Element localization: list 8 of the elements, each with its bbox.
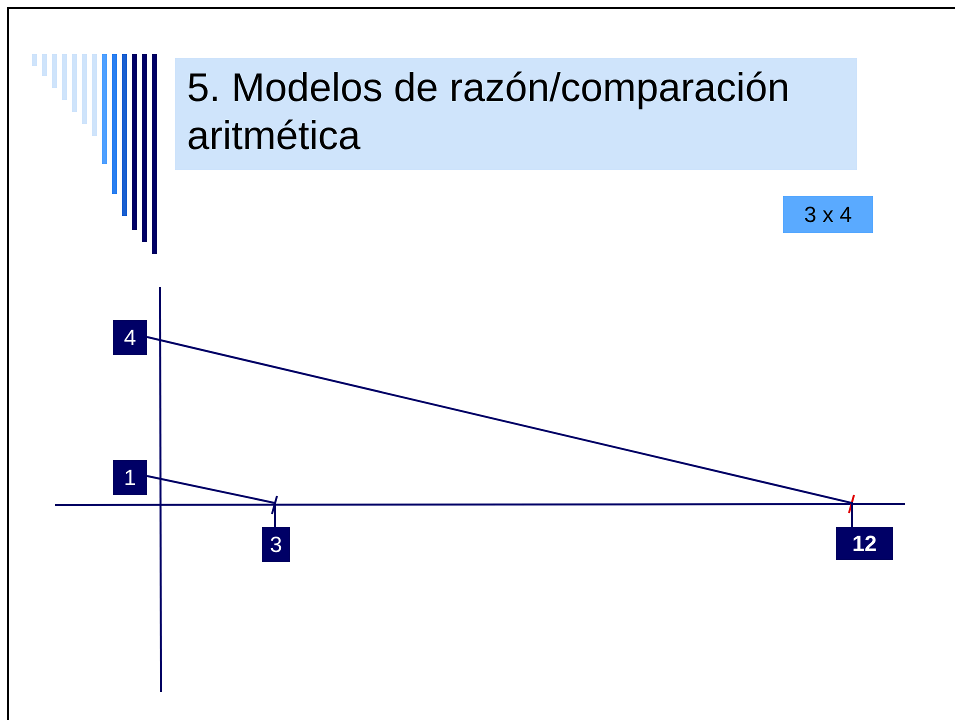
connector-line [146,336,853,527]
value-label: 1 [113,460,147,495]
value-label: 12 [836,527,893,560]
value-label: 3 [262,527,290,562]
connector-line [146,475,276,527]
times-label: 3 x 4 [783,196,873,233]
value-label: 4 [113,320,147,355]
title-banner: 5. Modelos de razón/comparación aritmética [175,58,857,170]
